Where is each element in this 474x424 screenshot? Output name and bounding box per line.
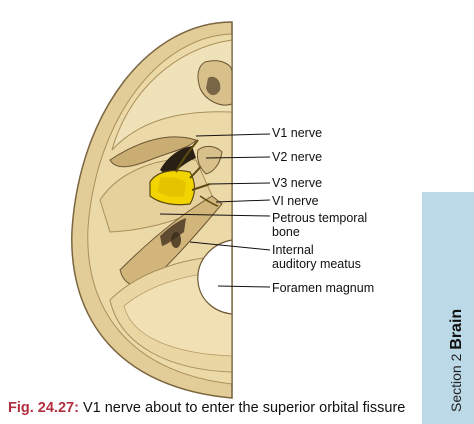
- leader-v2: [205, 156, 271, 159]
- label-meatus-2: auditory meatus: [272, 257, 361, 271]
- leader-foramen: [217, 285, 271, 288]
- label-vi-nerve: VI nerve: [272, 194, 319, 208]
- section-topic: Brain: [448, 308, 465, 350]
- leader-petrous: [159, 213, 271, 217]
- leader-meatus: [189, 241, 271, 251]
- meatus-opening: [171, 232, 181, 248]
- figure-caption-text: V1 nerve about to enter the superior orb…: [82, 400, 406, 416]
- label-v2-nerve: V2 nerve: [272, 150, 323, 164]
- v1-branch: [175, 139, 199, 173]
- label-v3-nerve: V3 nerve: [272, 176, 323, 190]
- sphenoid-ridge: [109, 136, 197, 168]
- foramen-magnum: [197, 239, 233, 315]
- petrous-dark-1: [160, 218, 186, 246]
- figure-caption: Fig. 24.27: V1 nerve about to enter the …: [8, 400, 405, 416]
- v3-branch: [191, 183, 211, 191]
- section-tab: [422, 192, 474, 424]
- section-tab-text: Section 2 Brain: [448, 309, 466, 412]
- label-foramen-magnum: Foramen magnum: [272, 281, 375, 295]
- dorsum-sellae: [197, 145, 223, 175]
- section-number: Section 2: [448, 349, 464, 412]
- leader-v1: [195, 133, 271, 137]
- vi-branch: [199, 195, 219, 207]
- leader-v3: [209, 182, 271, 185]
- label-petrous-1: Petrous temporal: [272, 211, 368, 225]
- label-v1-nerve: V1 nerve: [272, 126, 323, 140]
- leader-vi: [215, 199, 271, 203]
- label-meatus-1: Internal: [272, 243, 314, 257]
- label-petrous-2: bone: [272, 225, 300, 239]
- crista-dark: [206, 76, 221, 96]
- ganglion-shade: [158, 177, 186, 197]
- figure-number: Fig. 24.27:: [8, 400, 79, 416]
